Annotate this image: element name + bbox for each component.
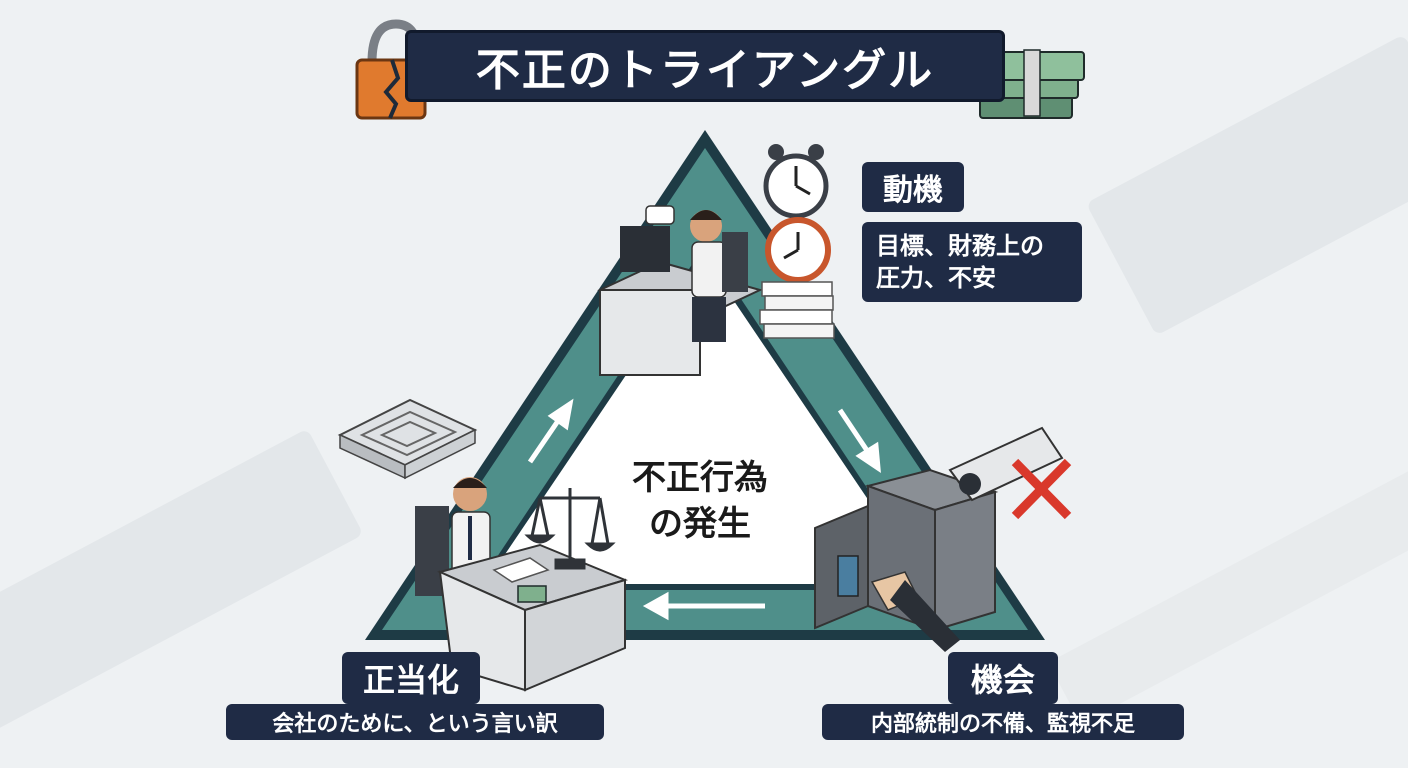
stressed-worker-illustration bbox=[597, 205, 763, 376]
arrow-down-right bbox=[837, 408, 881, 473]
motivation-desc-line2: 圧力、不安 bbox=[876, 264, 996, 292]
center-label-line1: 不正行為 bbox=[632, 458, 768, 498]
motivation-description: 目標、財務上の 圧力、不安 bbox=[862, 222, 1082, 302]
scales-icon bbox=[524, 488, 616, 570]
rationalization-description: 会社のために、という言い訳 bbox=[226, 704, 604, 740]
motivation-label: 動機 bbox=[862, 162, 964, 212]
arrow-up-right bbox=[527, 398, 574, 464]
arrow-left bbox=[642, 591, 765, 621]
rationalization-label: 正当化 bbox=[342, 652, 480, 704]
opportunity-description: 内部統制の不備、監視不足 bbox=[822, 704, 1184, 740]
paper-stack-icon bbox=[759, 281, 835, 339]
center-label-line2: の発生 bbox=[649, 504, 751, 544]
page-title: 不正のトライアングル bbox=[405, 30, 1005, 102]
security-camera-icon bbox=[948, 426, 1072, 520]
opportunity-label: 機会 bbox=[948, 652, 1058, 704]
maze-icon bbox=[337, 398, 478, 480]
safe-icon bbox=[814, 468, 999, 652]
motivation-desc-line1: 目標、財務上の bbox=[876, 232, 1044, 260]
center-label: 不正行為 の発生 bbox=[615, 455, 785, 547]
cycle-arrows bbox=[527, 398, 881, 621]
alarm-clock-icon bbox=[763, 144, 831, 283]
